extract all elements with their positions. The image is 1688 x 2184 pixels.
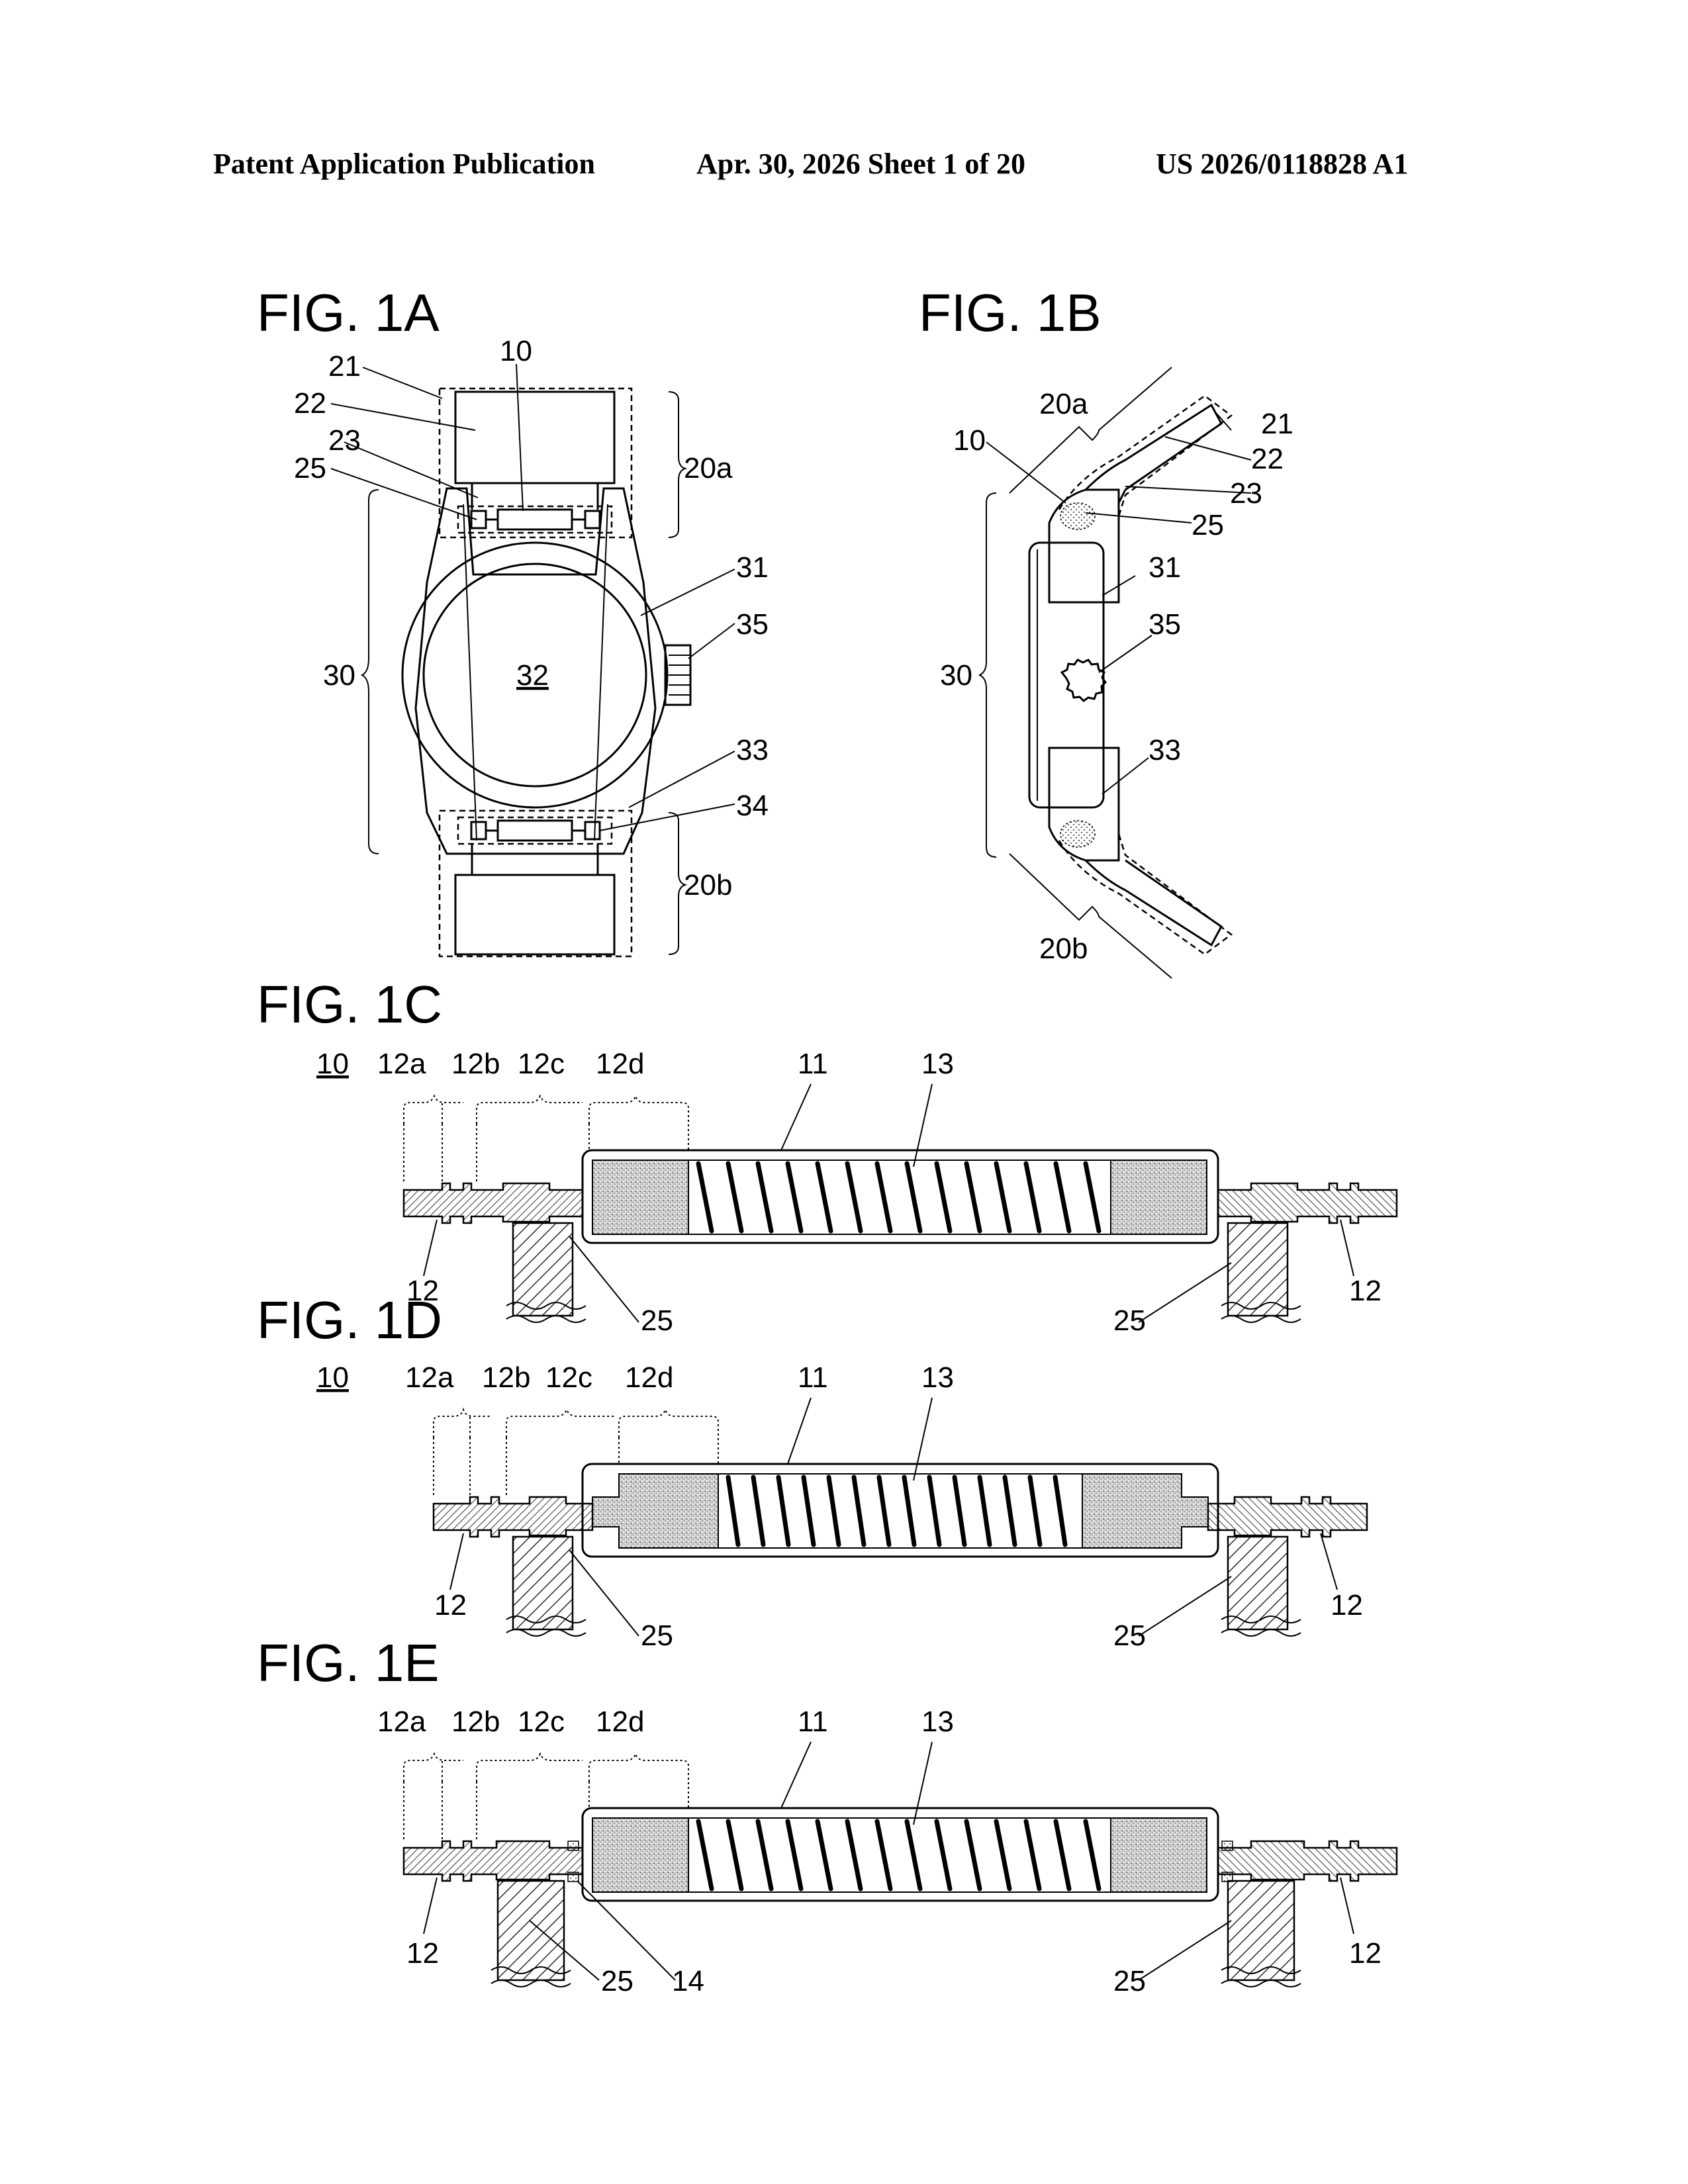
fig1d-ref-12a: 12a — [405, 1361, 454, 1394]
fig1c-ref-12a: 12a — [377, 1048, 426, 1080]
fig1b-ref-30: 30 — [940, 659, 972, 692]
fig1d-section — [434, 1398, 1367, 1636]
lug-25-left — [513, 1537, 573, 1629]
fig1d-ref-11: 11 — [798, 1361, 828, 1394]
pin-12-left — [404, 1841, 583, 1881]
fig1d-ref-12b: 12b — [482, 1361, 530, 1394]
case-side-31 — [1029, 543, 1103, 807]
spring-bar-cross-section-bottom — [1060, 821, 1095, 847]
fig1c-ref-12d: 12d — [596, 1048, 644, 1080]
band-20b-outline — [440, 811, 632, 956]
figure-1a-label: FIG. 1A — [257, 283, 440, 342]
lug-25-right — [1228, 1223, 1288, 1316]
fig1c-ref-12b: 12b — [451, 1048, 500, 1080]
figure-1c-label: FIG. 1C — [257, 975, 442, 1034]
fig1d-ref-12-left: 12 — [434, 1589, 467, 1621]
coil-spring-13 — [688, 1818, 1111, 1892]
fig1d-ref-13: 13 — [921, 1361, 954, 1394]
lug-25-left — [498, 1881, 564, 1980]
figure-1e-label: FIG. 1E — [257, 1633, 440, 1692]
fig1e-ref-12b: 12b — [451, 1706, 500, 1738]
fig1b-ref-10: 10 — [953, 424, 986, 457]
fig1c-ref-12c: 12c — [518, 1048, 565, 1080]
fig1a-ref-35: 35 — [736, 608, 769, 641]
fig1b-ref-25: 25 — [1192, 509, 1224, 541]
figure-1d: FIG. 1D 10 12a 12b 12c 12d 11 13 12 25 2… — [257, 1291, 1367, 1652]
seal-14-upper — [568, 1841, 579, 1850]
pin-12-left — [404, 1183, 583, 1223]
spring-bar-34 — [498, 821, 572, 841]
fig1e-ref-12-left: 12 — [406, 1937, 439, 1970]
band-bottom-block — [455, 875, 614, 954]
fig1a-ref-20b: 20b — [684, 869, 732, 901]
figure-1c: FIG. 1C 10 12a 12b 12c 12d 11 13 12 25 2… — [257, 975, 1397, 1337]
fig1a-ref-31: 31 — [736, 551, 769, 584]
fig1a-ref-33: 33 — [736, 734, 769, 766]
fig1d-ref-25-left: 25 — [641, 1619, 673, 1652]
figure-1b: FIG. 1B — [919, 283, 1293, 978]
coil-spring-13 — [718, 1474, 1082, 1548]
fig1b-ref-21: 21 — [1261, 408, 1293, 440]
figure-1b-label: FIG. 1B — [919, 283, 1102, 342]
fig1b-ref-31: 31 — [1149, 551, 1181, 584]
coil-spring-13 — [688, 1160, 1111, 1234]
pin-12-right — [1218, 1841, 1397, 1881]
figure-1e: FIG. 1E 12a 12b 12c 12d 11 13 12 25 14 2… — [257, 1633, 1397, 1997]
fig1a-ref-10: 10 — [500, 335, 532, 367]
fig1e-ref-12-right: 12 — [1349, 1937, 1382, 1970]
fig1b-ref-33: 33 — [1149, 734, 1181, 766]
seal-14-lower — [568, 1872, 579, 1882]
pin-12-right — [1208, 1497, 1367, 1537]
fig1a-ref-20a: 20a — [684, 452, 733, 484]
crown-gear-35 — [1062, 660, 1105, 701]
fig1e-ref-12c: 12c — [518, 1706, 565, 1738]
fig1c-ref-13: 13 — [921, 1048, 954, 1080]
fig1a-ref-34: 34 — [736, 790, 769, 822]
fig1c-ref-11: 11 — [798, 1048, 828, 1080]
fig1e-ref-14: 14 — [672, 1965, 704, 1997]
fig1b-ref-22: 22 — [1251, 443, 1284, 475]
fig1a-ref-22: 22 — [294, 387, 326, 420]
fig1e-ref-12d: 12d — [596, 1706, 644, 1738]
fig1e-ref-11: 11 — [798, 1706, 828, 1738]
band-top-block — [455, 392, 614, 483]
fig1a-ref-25: 25 — [294, 452, 326, 484]
fig1d-ref-10: 10 — [316, 1361, 349, 1394]
fig1b-ref-20a: 20a — [1039, 388, 1088, 420]
pin-12-left — [434, 1497, 592, 1537]
fig1d-ref-25-right: 25 — [1113, 1619, 1146, 1652]
fig1b-ref-20b: 20b — [1039, 933, 1088, 965]
fig1a-ref-30: 30 — [323, 659, 355, 692]
lug-25-right — [1228, 1537, 1288, 1629]
fig1c-ref-10: 10 — [316, 1048, 349, 1080]
spring-bar-10 — [498, 510, 572, 529]
fig1a-ref-23: 23 — [328, 424, 361, 457]
fig1c-section — [404, 1084, 1397, 1322]
fig1a-ref-21: 21 — [328, 350, 361, 383]
fig1e-section — [404, 1742, 1397, 1987]
fig1b-ref-35: 35 — [1149, 608, 1181, 641]
fig1a-ref-32: 32 — [516, 659, 549, 692]
fig1e-ref-25-left: 25 — [601, 1965, 633, 1997]
upper-band-22 — [1086, 405, 1221, 490]
lug-25-right — [1228, 1881, 1294, 1980]
spring-bar-cross-section-top — [1060, 503, 1095, 529]
lower-band — [1086, 860, 1221, 945]
figure-1d-label: FIG. 1D — [257, 1291, 442, 1349]
fig1c-ref-25-left: 25 — [641, 1304, 673, 1337]
fig1e-ref-13: 13 — [921, 1706, 954, 1738]
figure-1a: FIG. 1A — [257, 283, 769, 956]
fig1d-ref-12-right: 12 — [1331, 1589, 1363, 1621]
lug-25-left — [513, 1223, 573, 1316]
pin-12-right — [1218, 1183, 1397, 1223]
fig1d-ref-12c: 12c — [545, 1361, 592, 1394]
fig1e-ref-25-right: 25 — [1113, 1965, 1146, 1997]
fig1e-ref-12a: 12a — [377, 1706, 426, 1738]
fig1b-ref-23: 23 — [1230, 477, 1262, 510]
fig1d-ref-12d: 12d — [625, 1361, 673, 1394]
fig1c-ref-12-right: 12 — [1349, 1275, 1382, 1307]
